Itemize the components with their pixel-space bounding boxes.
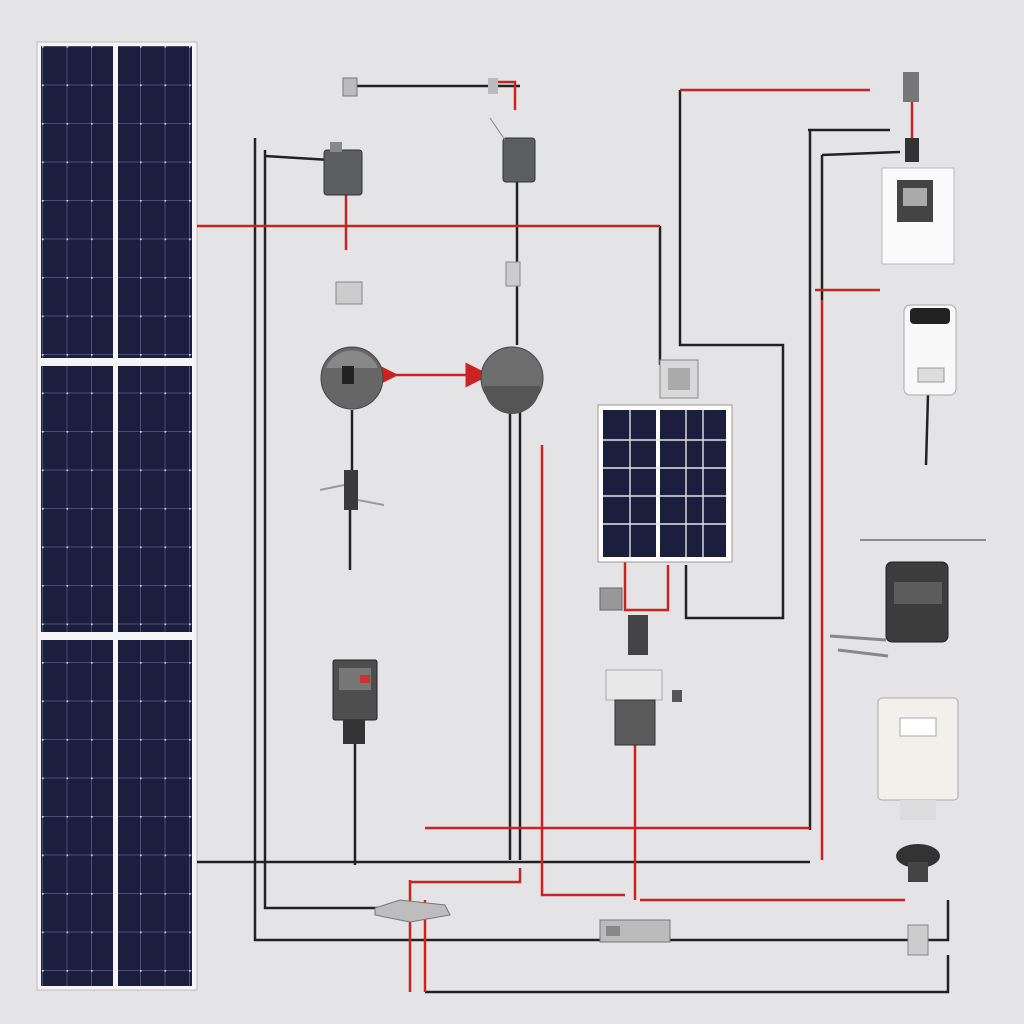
ground-terminal — [907, 924, 929, 956]
charger — [903, 304, 957, 396]
panel-module-3 — [41, 640, 192, 986]
panel-module-1 — [41, 46, 192, 358]
combiner-box — [659, 359, 699, 399]
bus-bar-left — [374, 899, 451, 923]
monitor-device — [829, 561, 949, 658]
positive-wiring — [197, 80, 914, 992]
dc-meter-right — [480, 346, 544, 414]
disconnect-switch — [896, 844, 940, 882]
bus-bar-bottom — [599, 919, 671, 943]
small-solar-panel — [597, 404, 733, 563]
fuse-breaker-right — [488, 78, 536, 183]
panel-module-2 — [41, 366, 192, 632]
negative-wiring — [197, 84, 950, 994]
connector-left — [319, 470, 385, 510]
large-solar-panel-array — [36, 41, 198, 991]
fuse-breaker-left — [323, 77, 363, 196]
charge-controller — [332, 659, 378, 744]
dc-meter-left — [320, 346, 384, 410]
switch-icon — [335, 261, 521, 305]
ac-outlet-box — [877, 697, 959, 820]
battery-meter — [881, 72, 955, 265]
inverter — [605, 669, 682, 746]
junction-small — [599, 587, 648, 655]
